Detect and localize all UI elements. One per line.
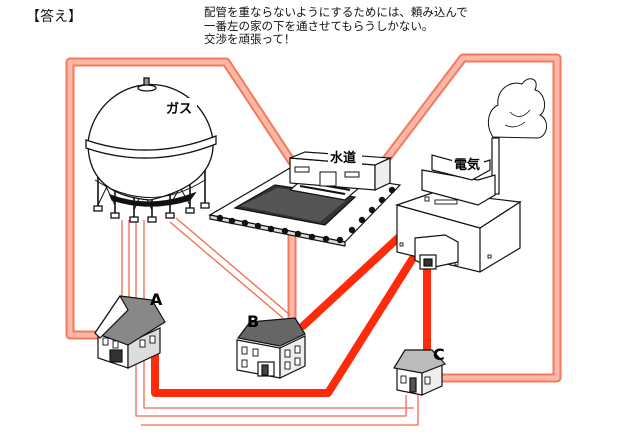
answer-heading: 【答え】 xyxy=(26,9,82,25)
note-line: 一番左の家の下を通させてもらうしかない。 xyxy=(204,18,434,33)
power-plant-icon xyxy=(394,78,547,273)
house-icon xyxy=(94,294,166,369)
power-plant: 電気 xyxy=(394,78,547,273)
gas-pipe-to-house-b xyxy=(169,217,291,319)
house-b-label: B xyxy=(247,312,259,331)
water-plant-icon xyxy=(208,151,402,247)
answer-explanation: 配管を重ならないようにするためには、頼み込んで 一番左の家の下を通させてもらうし… xyxy=(204,5,468,47)
electric-pipe-to-house-b xyxy=(299,234,402,330)
gas-tank: ガス xyxy=(85,77,217,223)
note-line: 交渉を頑張って！ xyxy=(204,32,296,46)
house-c: C xyxy=(393,345,447,396)
house-c-label: C xyxy=(433,345,445,364)
water-pipes xyxy=(65,53,562,383)
gas-pipe-to-house-a xyxy=(121,220,130,300)
water-plant: 水道 xyxy=(208,149,402,247)
house-icon xyxy=(236,317,306,379)
house-a-label: A xyxy=(150,290,163,309)
gas-label: ガス xyxy=(166,102,192,117)
electric-pipes xyxy=(151,234,431,397)
house-b: B xyxy=(236,312,306,379)
electricity-label: 電気 xyxy=(454,157,480,173)
note-line: 配管を重ならないようにするためには、頼み込んで xyxy=(204,5,468,19)
house-a: A xyxy=(94,290,166,369)
water-label: 水道 xyxy=(330,150,356,166)
house-icon xyxy=(393,349,447,396)
electric-pipe-to-house-a xyxy=(151,254,417,397)
